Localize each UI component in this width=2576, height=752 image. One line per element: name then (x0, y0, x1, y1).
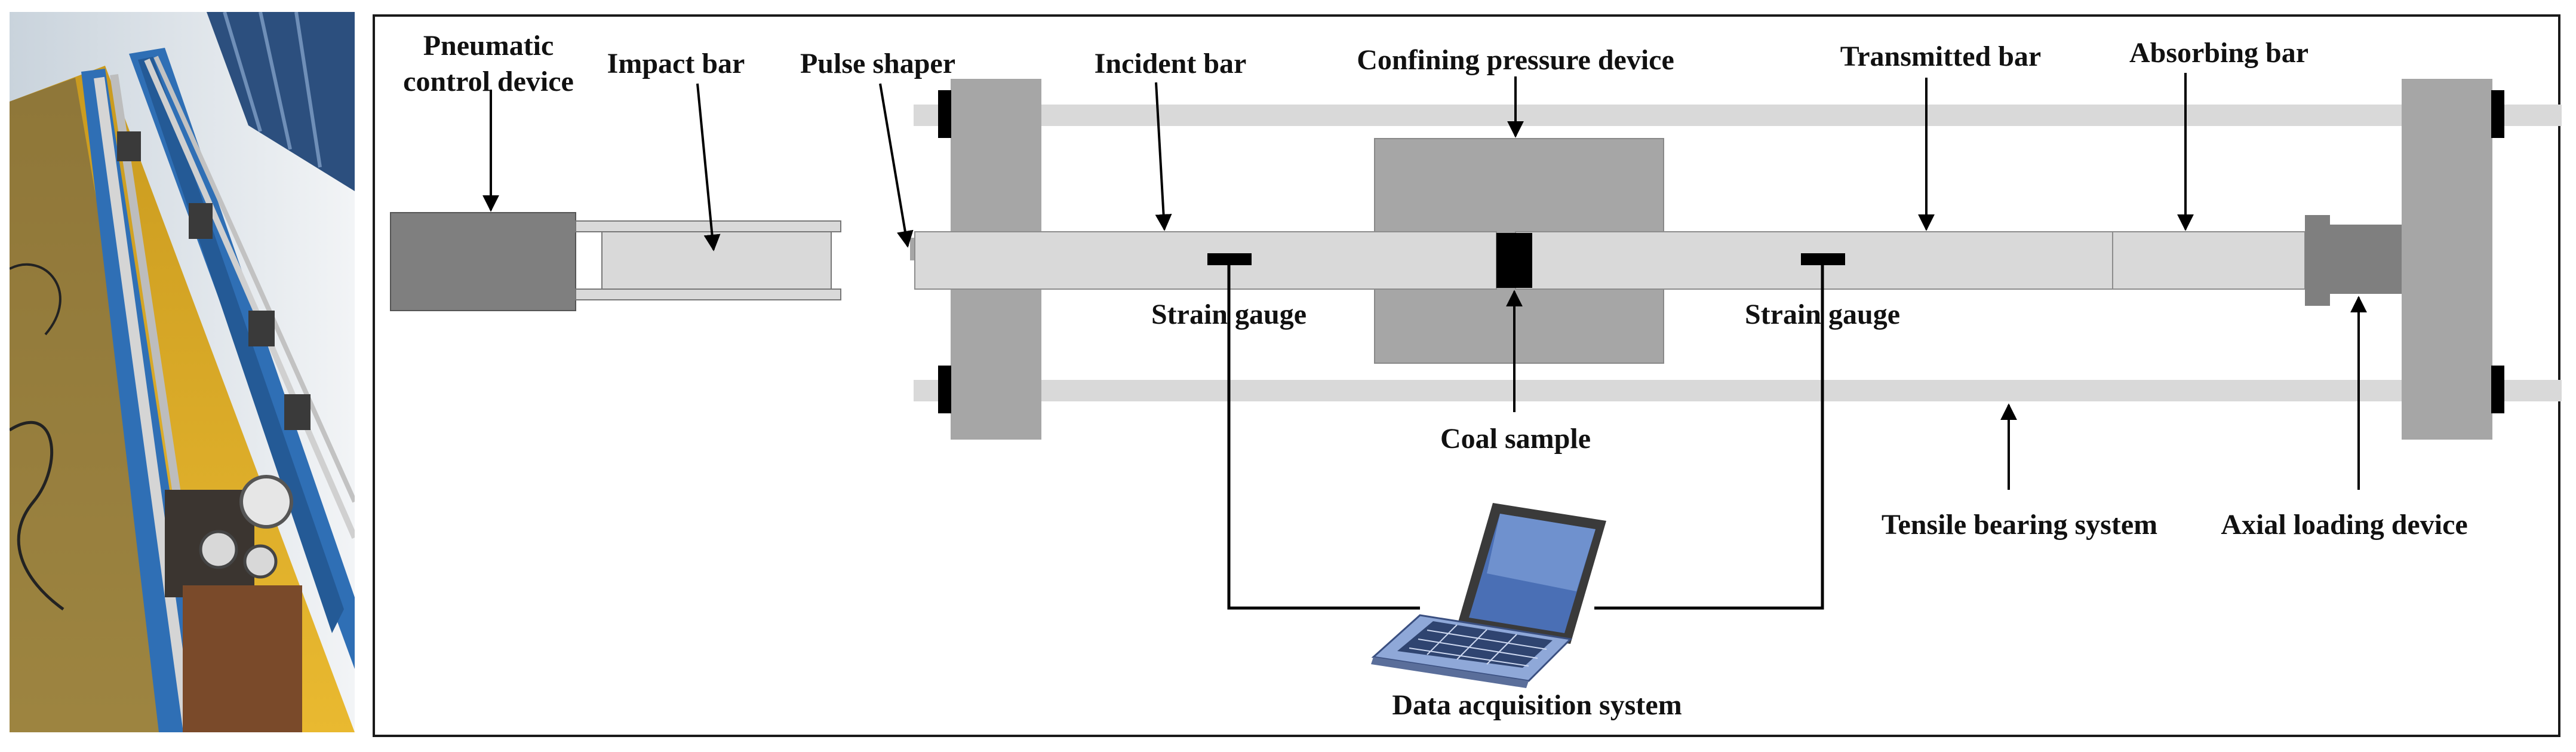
label-incident-bar: Incident bar (1095, 48, 1247, 79)
label-axial-loading-device: Axial loading device (2221, 509, 2467, 541)
tensile-rod-bottom (914, 380, 2562, 401)
gun-barrel-bottom (575, 288, 841, 300)
pulse-shaper (910, 238, 915, 260)
label-transmitted-bar: Transmitted bar (1840, 41, 2041, 72)
photo-icon (10, 12, 355, 732)
label-data-acquisition-system: Data acquisition system (1392, 689, 1682, 721)
label-pulse-shaper: Pulse shaper (800, 48, 955, 79)
diagram-frame (373, 14, 2560, 737)
apparatus-photo (10, 12, 355, 732)
pneumatic-control-device (390, 212, 576, 311)
incident-bar (914, 231, 1497, 290)
wire-right (1594, 265, 1824, 610)
label-confining-pressure-device: Confining pressure device (1357, 44, 1674, 76)
right-support-frame (2402, 79, 2492, 440)
arrow-pulse-shaper (879, 83, 914, 248)
wire-left (1227, 265, 1420, 610)
laptop-icon (1371, 503, 1606, 688)
label-coal-sample: Coal sample (1440, 423, 1591, 455)
label-pneumatic-line1: Pneumatic (423, 30, 554, 62)
nut-bottom-left (938, 366, 951, 413)
absorbing-bar (2112, 231, 2306, 290)
label-pneumatic-line2: control device (403, 66, 574, 97)
strain-gauge-right (1801, 253, 1845, 265)
coal-sample (1496, 233, 1532, 288)
nut-top-right (2491, 90, 2504, 138)
label-absorbing-bar: Absorbing bar (2129, 37, 2308, 69)
impact-bar (601, 231, 832, 290)
label-impact-bar: Impact bar (607, 48, 745, 79)
tensile-rod-top (914, 105, 2562, 126)
arrow-impact-bar (696, 83, 721, 251)
label-strain-gauge-right: Strain gauge (1745, 299, 1900, 330)
axial-loading-device (2330, 225, 2402, 294)
strain-gauge-left (1207, 253, 1252, 265)
label-strain-gauge-left: Strain gauge (1151, 299, 1307, 330)
axial-loading-flange (2305, 215, 2330, 306)
nut-top-left (938, 90, 951, 138)
gun-barrel-top (575, 220, 841, 232)
label-tensile-bearing-system: Tensile bearing system (1882, 509, 2157, 541)
arrow-incident-bar (1155, 82, 1172, 231)
nut-bottom-right (2491, 366, 2504, 413)
